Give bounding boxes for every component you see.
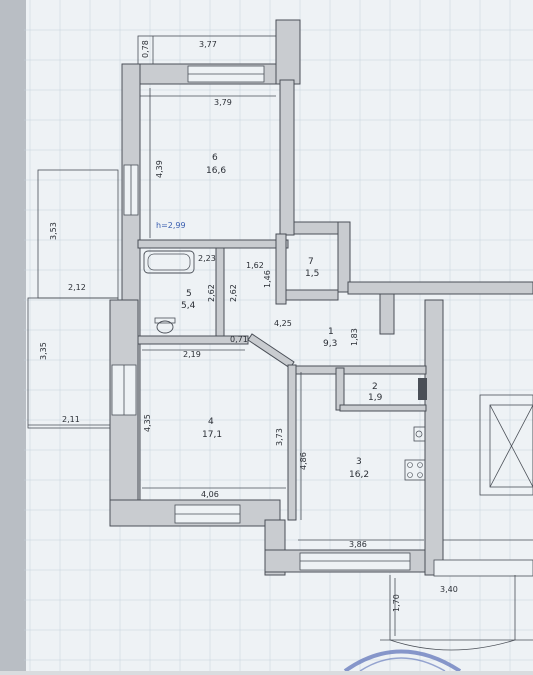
room-number: 1 [328,327,334,337]
room-2: 2 1,9 [368,382,383,403]
room-number: 3 [356,457,362,467]
room-6: 6 16,6 [206,153,226,176]
room-1: 1 9,3 [323,327,337,349]
room-number: 4 [208,417,214,427]
dimension-label: 4,39 [155,160,164,178]
stamp-seal [343,649,462,673]
dimension-label: 2,62 [229,284,238,302]
room-area: 9,3 [323,339,337,349]
room-area: 16,6 [206,166,226,176]
dimension-label: 3,86 [349,540,367,549]
room-area: 1,5 [305,269,319,279]
dimension-label: 1,46 [263,270,272,288]
dimension-label: 2,62 [207,284,216,302]
paper-shadow [0,0,26,671]
windows [111,65,533,577]
dimension-label: 2,23 [198,254,216,263]
room-5: 5 5,4 [181,289,196,311]
dimension-label: 0,71 [230,335,248,344]
room-area: 17,1 [202,430,222,440]
room-3: 3 16,2 [349,457,369,480]
room-7: 7 1,5 [305,257,319,279]
bathtub-icon [143,250,195,274]
room-area: 16,2 [349,470,369,480]
dimension-label: 2,19 [183,350,201,359]
dimension-label: 3,73 [275,428,284,446]
dimension-label: 4,06 [201,490,219,499]
room-area: 1,9 [368,393,383,403]
interior-walls [137,233,427,521]
sink-icon [413,426,426,442]
room-area: 5,4 [181,301,196,311]
dimension-label: 3,35 [39,342,48,360]
dimension-labels: 0,78 3,77 3,79 4,39 3,53 2,12 3,35 2,11 … [39,40,458,612]
dimension-label: 3,79 [214,98,232,107]
kitchen-appliance-icon [418,378,427,400]
stove-icon [404,459,426,481]
dimension-label: 1,62 [246,261,264,270]
stair-shaft [443,394,533,541]
dimension-label: 1,83 [350,328,359,346]
room-number: 7 [308,257,314,267]
dimension-label: 3,53 [49,222,58,240]
dimension-label: 0,78 [141,40,150,58]
bottom-loggia [380,575,533,651]
dimension-label: 4,35 [143,414,152,432]
dimension-label: 4,25 [274,319,292,328]
room-4: 4 17,1 [202,417,222,440]
dimension-label: 3,77 [199,40,217,49]
dimension-label: 2,12 [68,283,86,292]
dimension-label: 2,11 [62,415,80,424]
dimension-label: 1,70 [392,594,401,612]
dimension-label: 4,86 [299,452,308,470]
room-number: 2 [372,382,378,392]
room-number: 5 [186,289,192,299]
ceiling-height-label: h=2,99 [156,221,186,230]
dimension-lines [139,88,424,636]
toilet-icon [154,317,176,334]
dimension-label: 3,40 [440,585,458,594]
room-number: 6 [212,153,218,163]
